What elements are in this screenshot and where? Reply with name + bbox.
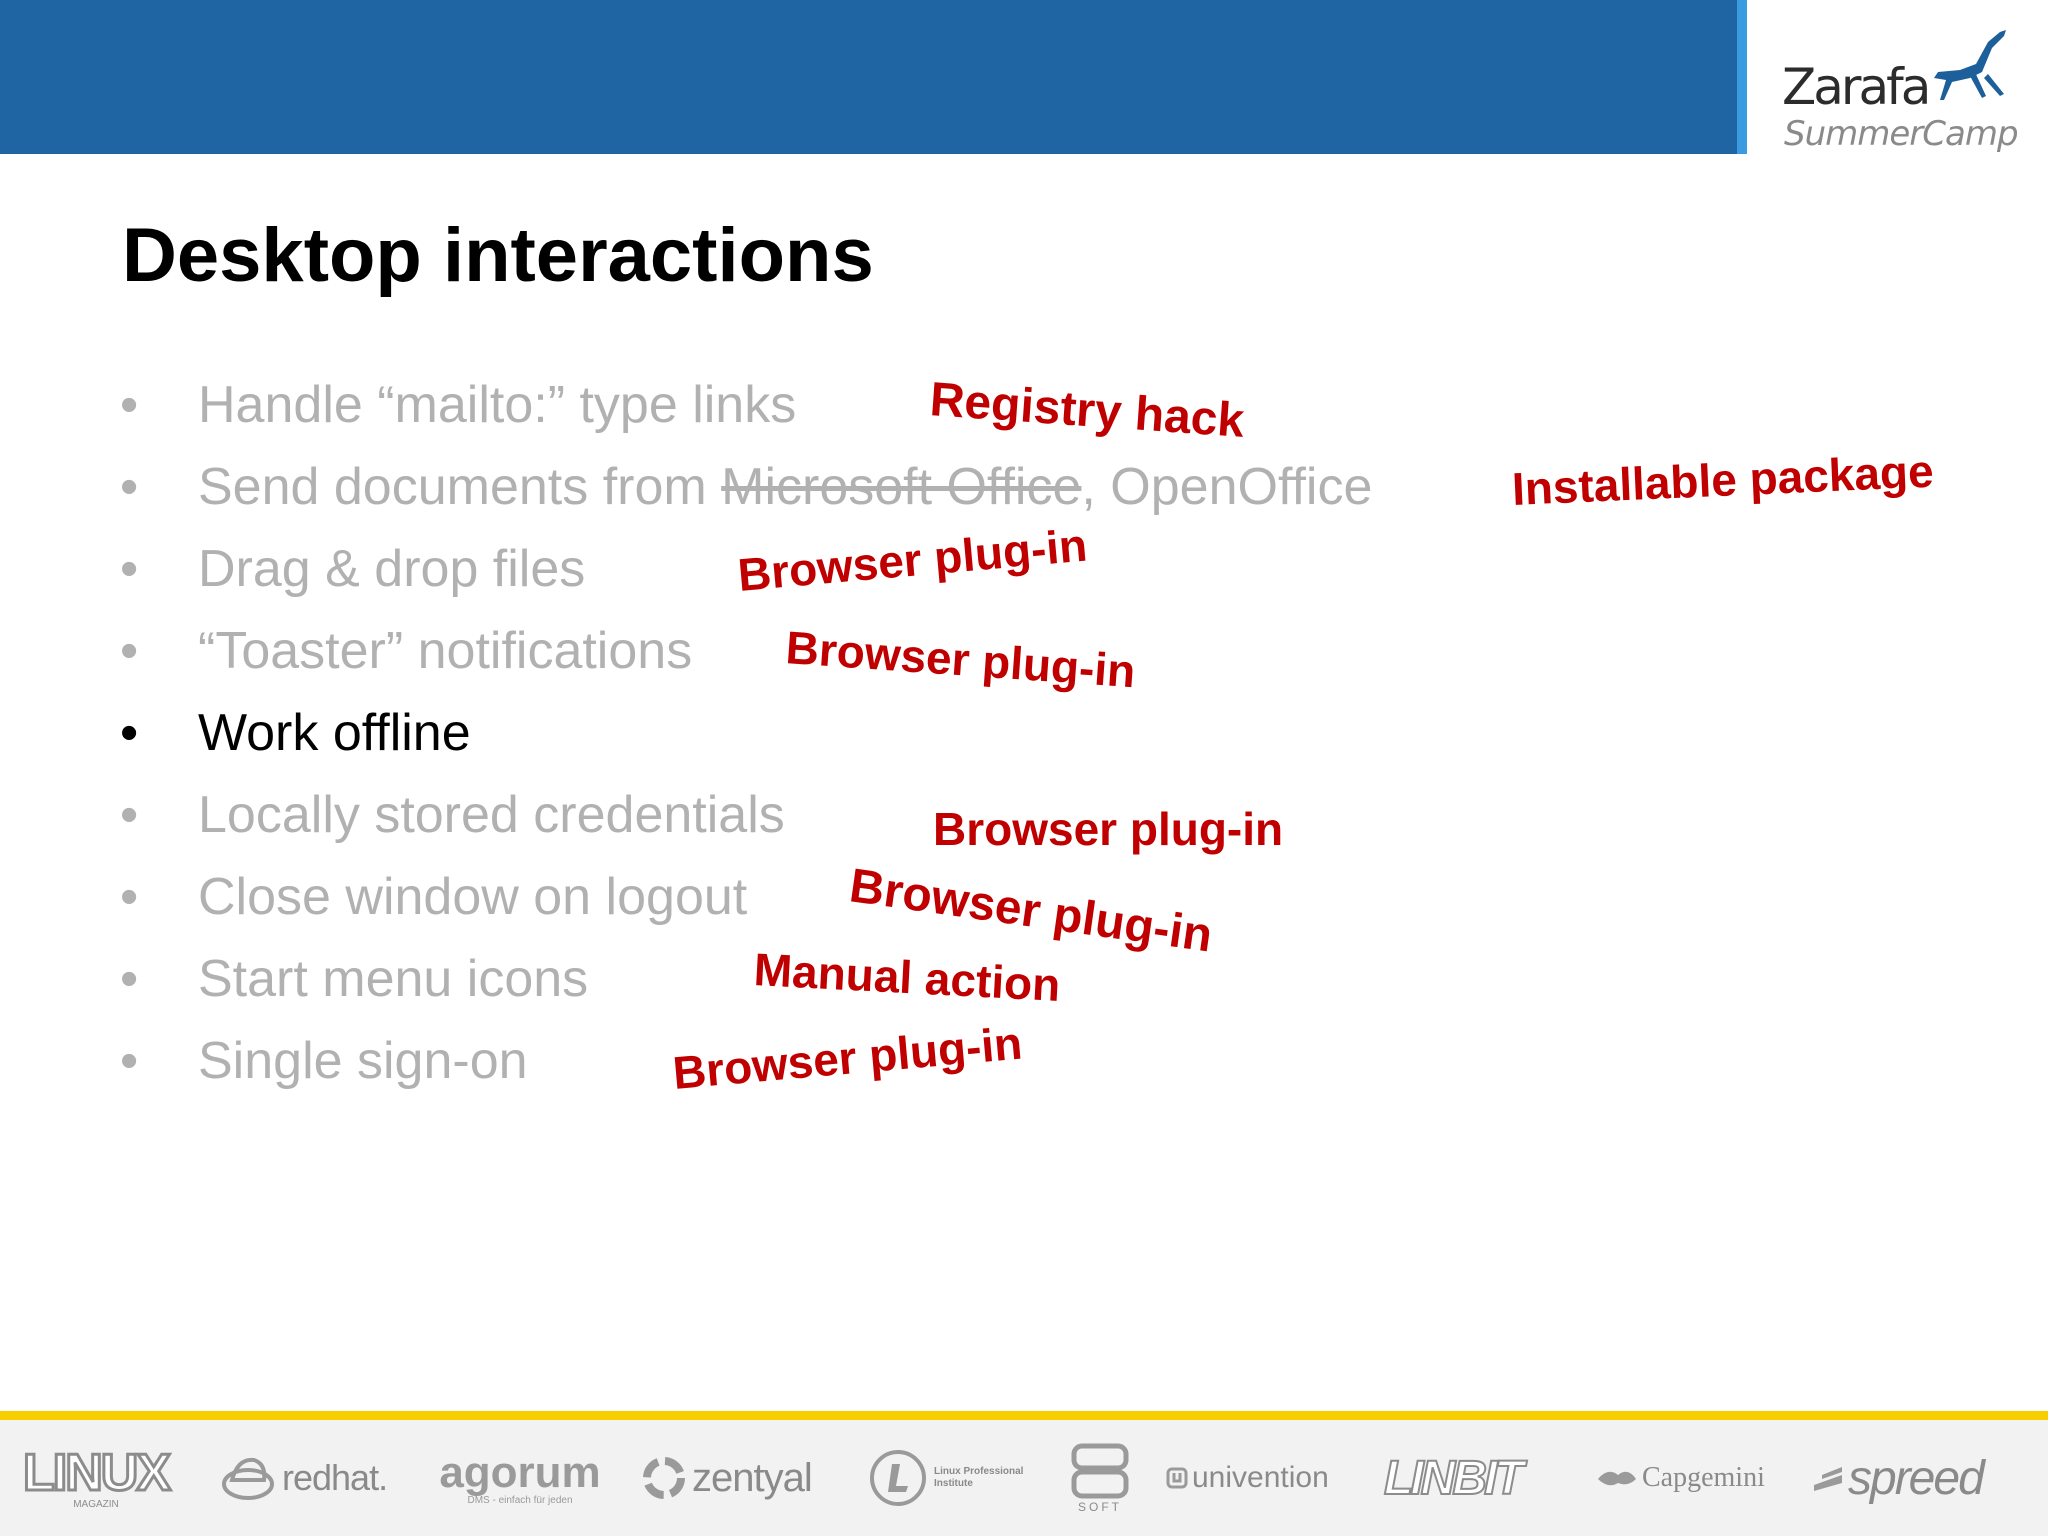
sponsor-capgemini: Capgemini [1594, 1440, 1770, 1516]
sponsor-name: Linux Professional Institute [934, 1466, 1024, 1489]
zentyal-ring-icon [643, 1457, 685, 1499]
sponsor-name: spreed [1848, 1451, 1985, 1505]
bullet-work-offline: • Work offline [120, 704, 471, 762]
note-browser-plugin-toaster: Browser plug-in [784, 621, 1138, 698]
bullet-text: Handle “mailto:” type links [198, 376, 797, 434]
sponsor-univention: univention [1166, 1440, 1362, 1516]
bullet-dot: • [120, 376, 139, 434]
spreed-swoosh-icon [1814, 1467, 1842, 1491]
sponsor-name: SOFT [1078, 1500, 1122, 1514]
sponsor-redhat: redhat. [218, 1440, 398, 1516]
bullet-text: Single sign-on [198, 1032, 528, 1090]
bullet-drag-drop: • Drag & drop files [120, 540, 586, 598]
bullet-text: Close window on logout [198, 868, 748, 926]
bullet-close-window: • Close window on logout [120, 868, 748, 926]
bullet-dot: • [120, 950, 139, 1008]
soft-logo-icon [1071, 1443, 1129, 1499]
bullet-dot: • [120, 704, 139, 762]
redhat-shadowman-icon [222, 1457, 274, 1500]
univention-icon [1166, 1467, 1188, 1489]
sponsor-lpi: Linux Professional Institute [868, 1440, 1038, 1516]
bullet-start-menu-icons: • Start menu icons [120, 950, 589, 1008]
lpi-logo-icon [870, 1450, 926, 1506]
bullet-dot: • [120, 786, 139, 844]
bullet-text: Start menu icons [198, 950, 589, 1008]
sponsor-linbit: LINBIT [1383, 1440, 1566, 1516]
note-browser-plugin-drag-drop: Browser plug-in [735, 518, 1090, 601]
bullet-text: Send documents from [198, 458, 722, 516]
sponsor-band [0, 1420, 2048, 1536]
bullet-text: Drag & drop files [198, 540, 586, 598]
bullet-text: , OpenOffice [1081, 458, 1373, 516]
bullet-dot: • [120, 1032, 139, 1090]
bullet-text: “Toaster” notifications [198, 622, 693, 680]
sponsor-name: LINUX [22, 1443, 173, 1502]
sponsor-name: zentyal [692, 1455, 813, 1500]
note-browser-plugin-credentials: Browser plug-in [933, 803, 1284, 855]
note-browser-plugin-sso: Browser plug-in [670, 1016, 1025, 1099]
sponsor-name: univention [1192, 1461, 1329, 1494]
note-browser-plugin-logout: Browser plug-in [846, 859, 1216, 963]
logo-name: Zarafa [1782, 58, 1931, 116]
bullet-toaster-notifications: • “Toaster” notifications [120, 622, 693, 680]
sponsor-zentyal: zentyal [640, 1440, 830, 1516]
bullet-dot: • [120, 458, 139, 516]
logo-subtitle: SummerCamp [1784, 114, 2019, 154]
bullet-stored-credentials: • Locally stored credentials [120, 786, 785, 844]
top-banner [0, 0, 1737, 154]
footer-yellow-rule [0, 1411, 2048, 1420]
slide-title: Desktop interactions [122, 213, 874, 298]
note-registry-hack: Registry hack [928, 373, 1246, 448]
struck-text: Microsoft Office [721, 458, 1082, 516]
banner-accent-stripe [1737, 0, 1747, 154]
sponsor-linux-magazin: LINUX MAGAZIN [8, 1440, 184, 1516]
sponsor-agorum: agorum DMS - einfach für jeden [430, 1440, 610, 1516]
sponsor-name: redhat. [282, 1457, 388, 1498]
bullet-dot: • [120, 540, 139, 598]
sponsor-tagline: MAGAZIN [73, 1498, 119, 1510]
bullet-dot: • [120, 622, 139, 680]
giraffe-icon [1934, 30, 2006, 100]
note-installable-package: Installable package [1510, 444, 1935, 515]
bullet-text: Work offline [198, 704, 471, 762]
bullet-mailto-links: • Handle “mailto:” type links [120, 376, 797, 434]
bullet-single-sign-on: • Single sign-on [120, 1032, 528, 1090]
sponsor-tagline: DMS - einfach für jeden [467, 1494, 573, 1506]
sponsor-spreed: spreed [1812, 1440, 1988, 1516]
sponsor-name: agorum [439, 1447, 601, 1497]
bullet-send-documents: • Send documents from Microsoft Office, … [120, 458, 1373, 516]
zarafa-summercamp-logo: Zarafa SummerCamp [1782, 28, 2022, 158]
note-manual-action: Manual action [752, 943, 1062, 1012]
sponsor-soft: SOFT [1062, 1440, 1138, 1516]
sponsor-name: Capgemini [1642, 1462, 1765, 1493]
bullet-text: Locally stored credentials [198, 786, 785, 844]
bullet-dot: • [120, 868, 139, 926]
sponsor-name: LINBIT [1383, 1451, 1525, 1506]
capgemini-spade-icon [1598, 1471, 1636, 1486]
